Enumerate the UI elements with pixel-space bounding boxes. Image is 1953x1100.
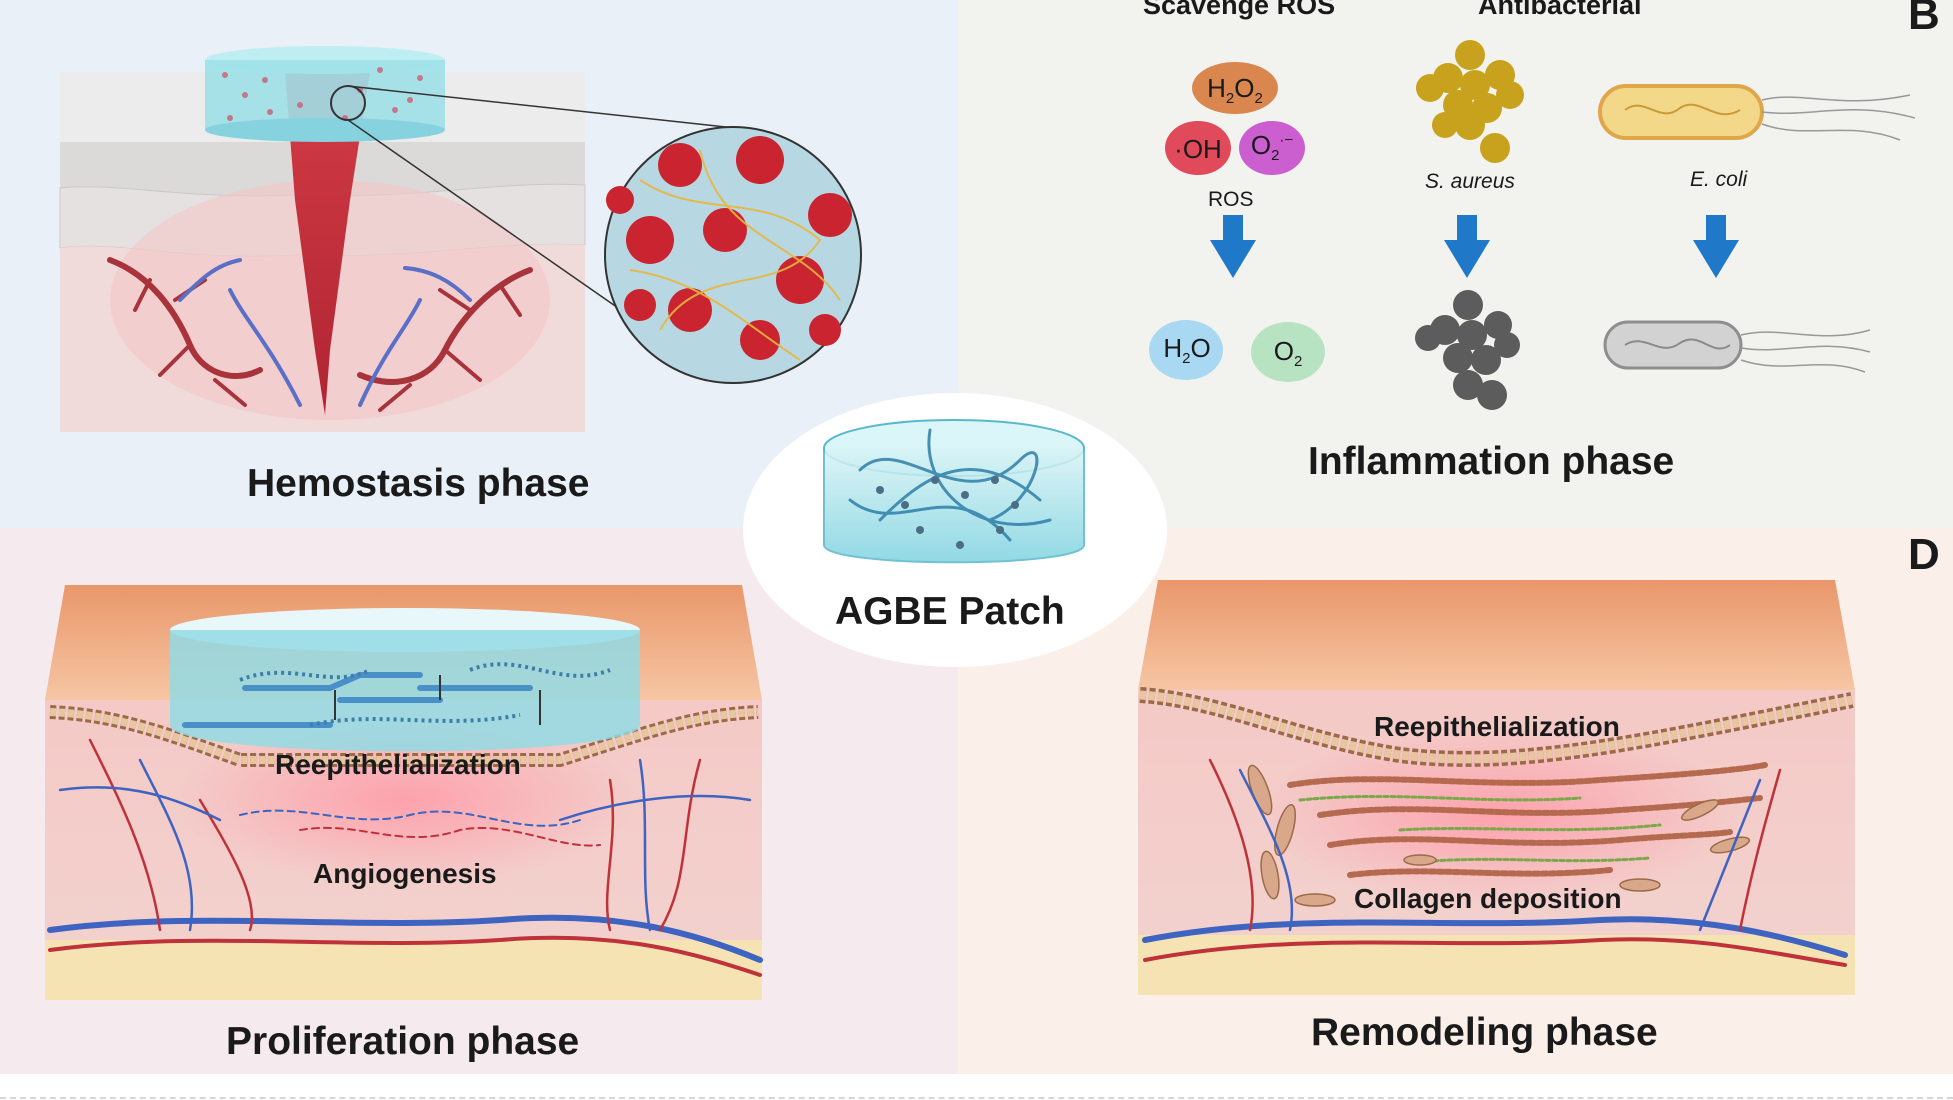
hemostasis-skin-section [59, 46, 736, 432]
hemostasis-zoom-circle [604, 126, 862, 384]
hemostasis-phase-label: Hemostasis phase [247, 462, 590, 505]
h2o2-label: H2O2 [1207, 73, 1263, 108]
proliferation-phase-label: Proliferation phase [226, 1020, 580, 1063]
proliferation-reepithelialization-label: Reepithelialization [275, 749, 521, 780]
dashed-divider [0, 1097, 1953, 1099]
s-aureus-label: S. aureus [1425, 170, 1515, 193]
angiogenesis-label: Angiogenesis [313, 858, 497, 889]
remodeling-reepithelialization-label: Reepithelialization [1374, 711, 1620, 742]
agbe-patch-illustration [743, 393, 1167, 667]
remodeling-phase-label: Remodeling phase [1311, 1011, 1658, 1054]
hydroxyl-radical-label: ·OH [1174, 134, 1222, 164]
inflammation-phase-label: Inflammation phase [1308, 440, 1675, 483]
dead-s-aureus-cluster [1415, 290, 1520, 410]
antibacterial-heading: Antibacterial [1478, 0, 1642, 20]
remodeling-skin-block [1138, 580, 1855, 995]
panel-letter-d: D [1908, 530, 1940, 579]
s-aureus-cluster [1416, 40, 1524, 163]
water-label: H2O [1163, 333, 1211, 368]
ros-label: ROS [1208, 188, 1254, 211]
bottom-strip [0, 1074, 1953, 1100]
scavenge-ros-heading: Scavenge ROS [1143, 0, 1336, 20]
dead-e-coli-bacterium [1603, 320, 1871, 373]
oxygen-label: O2 [1273, 336, 1303, 371]
superoxide-label: O2·− [1250, 130, 1294, 165]
scavenge-arrows [1210, 215, 1739, 278]
collagen-deposition-label: Collagen deposition [1354, 883, 1622, 914]
panel-letter-b: B [1908, 0, 1940, 39]
e-coli-label: E. coli [1690, 168, 1748, 191]
ros-molecules [1149, 62, 1325, 382]
proliferation-skin-block [45, 585, 763, 1000]
e-coli-bacterium [1598, 84, 1916, 141]
agbe-patch-label: AGBE Patch [835, 590, 1065, 633]
